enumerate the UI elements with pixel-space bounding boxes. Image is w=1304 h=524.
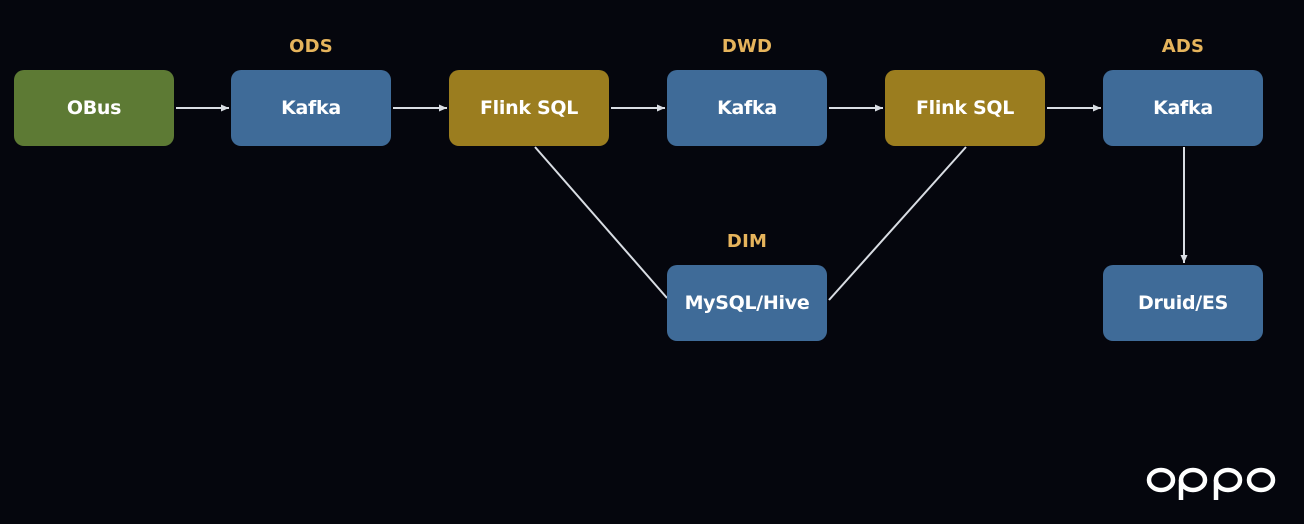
line-flink-sql-1-to-dim (534, 146, 668, 299)
node-kafka-ads: Kafka (1103, 70, 1263, 146)
node-kafka-dwd: Kafka (667, 70, 827, 146)
node-flink-sql-2: Flink SQL (885, 70, 1045, 146)
layer-label-dwd: DWD (721, 36, 773, 57)
layer-label-ads: ADS (1161, 36, 1205, 57)
node-flink-sql-1: Flink SQL (449, 70, 609, 146)
layer-label-dim: DIM (726, 231, 768, 252)
node-kafka-ods: Kafka (231, 70, 391, 146)
oppo-logo (1146, 467, 1276, 500)
line-flink-sql-2-to-dim (828, 146, 967, 301)
node-dim-mysql-hive: MySQL/Hive (667, 265, 827, 341)
node-obus: OBus (14, 70, 174, 146)
node-druid-es: Druid/ES (1103, 265, 1263, 341)
layer-label-ods: ODS (289, 36, 333, 57)
